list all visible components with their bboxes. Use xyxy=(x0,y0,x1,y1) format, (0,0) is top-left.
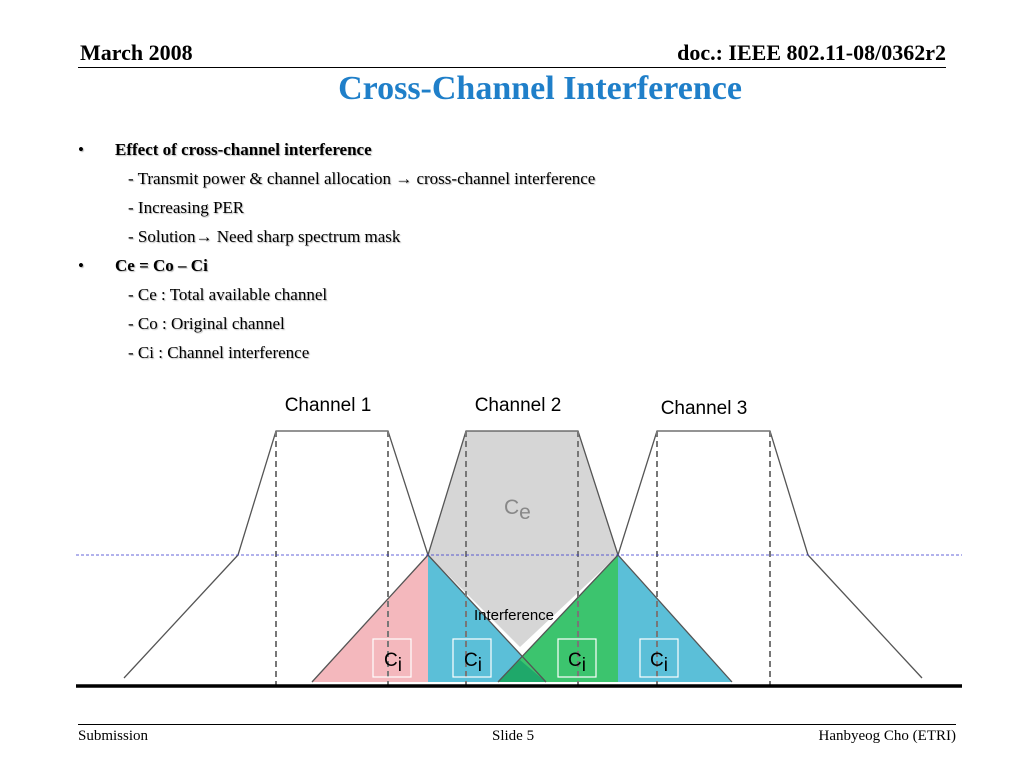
svg-text:Ci: Ci xyxy=(568,650,586,676)
ci-box: Ci xyxy=(452,638,492,678)
slide-title: Cross-Channel Interference xyxy=(338,70,742,107)
svg-text:Ci: Ci xyxy=(464,650,482,676)
ce-label: Ce xyxy=(504,496,531,524)
header-doc-id: doc.: IEEE 802.11-08/0362r2 xyxy=(677,40,946,65)
channel-1-label: Channel 1 xyxy=(285,395,372,416)
channel-2-mask xyxy=(311,430,733,683)
sub-bullet: - Solution→ Need sharp spectrum mask xyxy=(128,227,401,246)
bullet-text: Ce = Co – Ci xyxy=(115,256,208,275)
footer-author: Hanbyeog Cho (ETRI) xyxy=(818,728,956,744)
overlap-region xyxy=(498,660,546,682)
footer-divider xyxy=(78,724,956,725)
channel-boundaries xyxy=(275,431,771,686)
bullet-text: Effect of cross-channel interference xyxy=(115,140,372,159)
ci-box: Ci xyxy=(557,638,597,678)
channel-3-mask xyxy=(497,430,923,683)
sub-bullet: - Ci : Channel interference xyxy=(128,343,310,362)
sub-bullet: - Increasing PER xyxy=(128,198,245,217)
bullet-dot-icon: • xyxy=(78,256,84,275)
ce-region xyxy=(428,431,618,647)
sub-bullet: - Ce : Total available channel xyxy=(128,285,328,304)
ci-box: Ci xyxy=(639,638,679,678)
svg-text:Ci: Ci xyxy=(650,650,668,676)
channel-1-mask xyxy=(123,430,547,683)
header-date: March 2008 xyxy=(80,40,193,65)
channel-3-label: Channel 3 xyxy=(661,398,748,419)
footer-submission: Submission xyxy=(78,728,149,744)
footer-slide-number: Slide 5 xyxy=(492,728,535,744)
interference-label: Interference xyxy=(474,607,554,624)
header-divider xyxy=(78,67,946,68)
bullet-dot-icon: • xyxy=(78,140,84,159)
ci-box: Ci xyxy=(372,638,412,678)
svg-text:Ci: Ci xyxy=(384,650,402,676)
sub-bullet: - Transmit power & channel allocation → … xyxy=(128,169,596,188)
channel-2-label: Channel 2 xyxy=(475,395,562,416)
sub-bullet: - Co : Original channel xyxy=(128,314,285,333)
